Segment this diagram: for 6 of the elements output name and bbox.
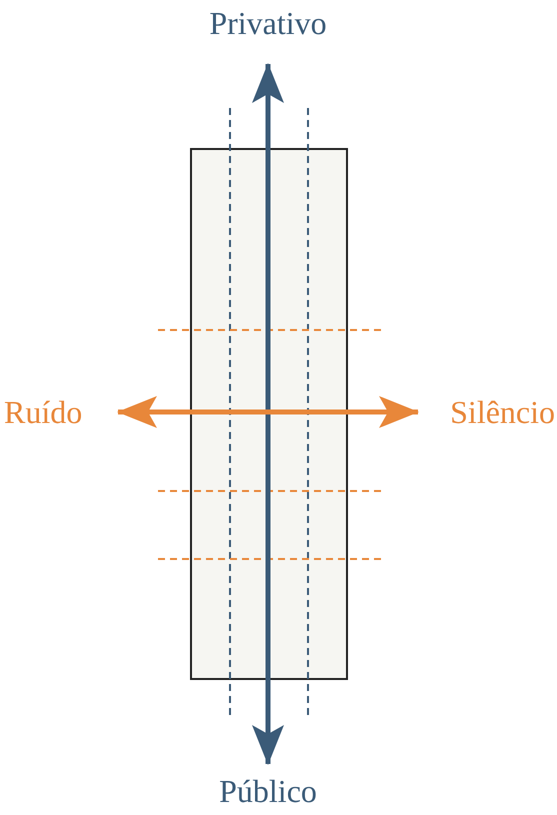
axis-label: Privativo (209, 4, 327, 42)
axis-label: Público (219, 772, 317, 810)
axis-label: Silêncio (450, 393, 555, 431)
axis-label: Ruído (4, 393, 82, 431)
double-arrow (252, 63, 284, 765)
double-arrow (117, 396, 419, 428)
